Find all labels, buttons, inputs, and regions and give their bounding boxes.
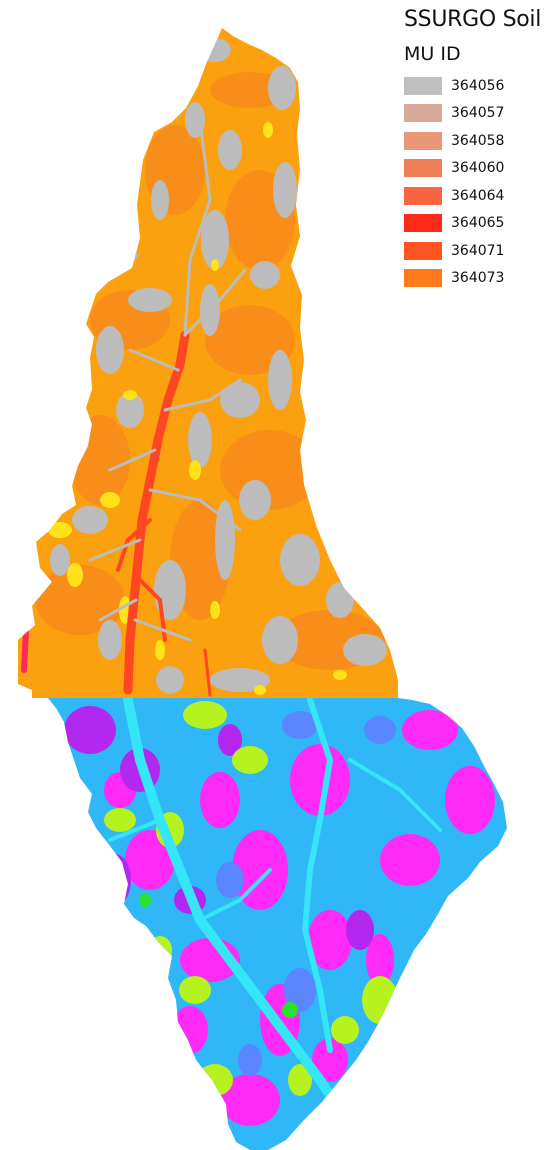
legend-item: 364071 [404, 237, 552, 265]
legend-subtitle: MU ID [404, 43, 461, 65]
legend-item: 364058 [404, 127, 552, 155]
legend-swatch [404, 241, 442, 260]
legend-label: 364060 [451, 160, 505, 177]
legend-swatch [404, 104, 442, 123]
legend-label: 364058 [451, 132, 505, 149]
legend-items: 364056 364057 364058 364060 364064 364065 3640… [404, 72, 552, 292]
legend-swatch [404, 76, 442, 95]
legend-label: 364057 [451, 105, 505, 122]
north-gray-patches [50, 38, 387, 694]
legend-label: 364056 [451, 77, 505, 94]
legend-swatch [404, 131, 442, 150]
legend-swatch [404, 269, 442, 288]
south-cyan-channels [108, 698, 442, 1115]
legend-item: 364056 [404, 72, 552, 100]
legend-label: 364064 [451, 187, 505, 204]
legend-label: 364065 [451, 215, 505, 232]
south-blue-patches [216, 711, 396, 1076]
legend-label: 364071 [451, 242, 505, 259]
legend-item: 364060 [404, 155, 552, 183]
south-soil-region [48, 698, 507, 1150]
north-drainage-lines [88, 118, 247, 642]
legend-title: SSURGO Soil [404, 7, 542, 32]
legend-swatch [404, 186, 442, 205]
legend-item: 364073 [404, 265, 552, 293]
legend-label: 364073 [451, 270, 505, 287]
legend-item: 364064 [404, 182, 552, 210]
legend-item: 364057 [404, 100, 552, 128]
north-yellow-patches [48, 122, 347, 695]
north-red-channel [21, 330, 212, 697]
legend-swatch [404, 214, 442, 233]
south-green-patches [139, 893, 298, 1018]
legend-swatch [404, 159, 442, 178]
south-base-fill [48, 698, 507, 1150]
legend-item: 364065 [404, 210, 552, 238]
